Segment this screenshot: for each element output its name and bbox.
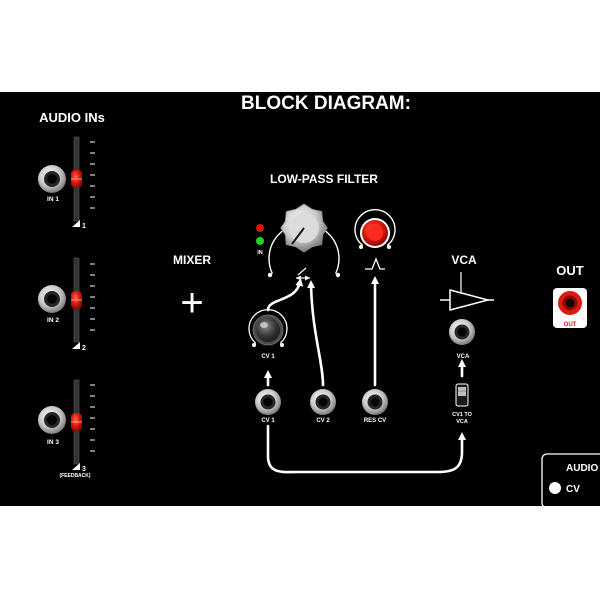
level-slider-1[interactable] xyxy=(71,170,82,188)
cv1-attenuator-knob[interactable] xyxy=(248,308,288,347)
cv1-knob-label: CV 1 xyxy=(261,354,275,360)
slider-scale-1 xyxy=(90,141,95,209)
page-title: BLOCK DIAGRAM: xyxy=(241,93,411,114)
switch-label-line2: VCA xyxy=(456,419,468,425)
input-label-2: IN 2 xyxy=(47,317,59,324)
out-jack[interactable] xyxy=(553,288,587,328)
resonance-knob[interactable] xyxy=(354,209,396,249)
legend-cv-label: CV xyxy=(566,484,580,495)
switch-label-line1: CV1 TO xyxy=(452,412,472,418)
out-jack-label: OUT xyxy=(564,322,577,328)
input-jack-1[interactable] xyxy=(38,165,66,193)
feedback-sublabel: (FEEDBACK) xyxy=(59,473,90,479)
cv1-to-vca-route xyxy=(266,424,466,474)
slider-ramp-icon-2 xyxy=(72,342,80,349)
cv1-jack[interactable] xyxy=(255,389,281,415)
slider-label-2: 2 xyxy=(82,345,86,352)
mixer-label: MIXER xyxy=(173,253,211,267)
cv2-jack-label: CV 2 xyxy=(316,418,330,424)
led-green xyxy=(256,237,264,245)
resonance-peak-icon xyxy=(365,257,385,270)
cutoff-knob[interactable] xyxy=(267,203,341,278)
cv-dot-icon xyxy=(549,482,561,494)
res-cv-jack-label: RES CV xyxy=(364,418,386,424)
slider-ramp-icon-1 xyxy=(72,220,80,227)
vca-jack[interactable] xyxy=(449,319,475,345)
legend-audio-label: AUDIO xyxy=(566,463,598,474)
slider-label-1: 1 xyxy=(82,223,86,230)
mixer-plus-icon: + xyxy=(180,281,203,325)
cv2-jack[interactable] xyxy=(310,389,336,415)
vca-jack-label: VCA xyxy=(457,354,470,360)
cv1-to-vca-switch[interactable] xyxy=(455,383,469,407)
slider-ramp-icon-3 xyxy=(72,463,80,470)
attenuator-to-cutoff-arrow xyxy=(266,278,304,312)
vca-amplifier-icon xyxy=(440,272,494,311)
cv1-jack-label: CV 1 xyxy=(261,418,275,424)
filter-heading: LOW-PASS FILTER xyxy=(270,172,378,186)
led-red xyxy=(256,224,264,232)
audio-in-2: IN 2 2 xyxy=(38,257,95,352)
res-cv-jack[interactable] xyxy=(362,389,388,415)
led-in-label: IN xyxy=(257,250,263,256)
input-label-3: IN 3 xyxy=(47,439,59,446)
cutoff-direction-icon xyxy=(296,267,310,281)
audio-in-1: IN 1 1 xyxy=(38,136,95,230)
slider-label-3: 3 xyxy=(82,466,86,473)
slider-scale-3 xyxy=(90,384,95,452)
block-diagram-panel: BLOCK DIAGRAM: AUDIO INs IN 1 1 xyxy=(0,92,600,506)
level-slider-3[interactable] xyxy=(71,413,82,431)
input-label-1: IN 1 xyxy=(47,196,59,203)
slider-scale-2 xyxy=(90,263,95,331)
level-slider-2[interactable] xyxy=(71,291,82,309)
legend: AUDIO CV xyxy=(541,453,600,506)
audio-ins-heading: AUDIO INs xyxy=(39,110,105,125)
cv2-to-cutoff-arrow xyxy=(307,280,325,387)
out-heading: OUT xyxy=(556,263,584,278)
audio-in-3: IN 3 3 (FEEDBACK) xyxy=(38,379,95,479)
input-jack-2[interactable] xyxy=(38,285,66,313)
block-diagram: BLOCK DIAGRAM: AUDIO INs IN 1 1 xyxy=(38,93,600,506)
input-jack-3[interactable] xyxy=(38,406,66,434)
vca-label: VCA xyxy=(451,253,477,267)
